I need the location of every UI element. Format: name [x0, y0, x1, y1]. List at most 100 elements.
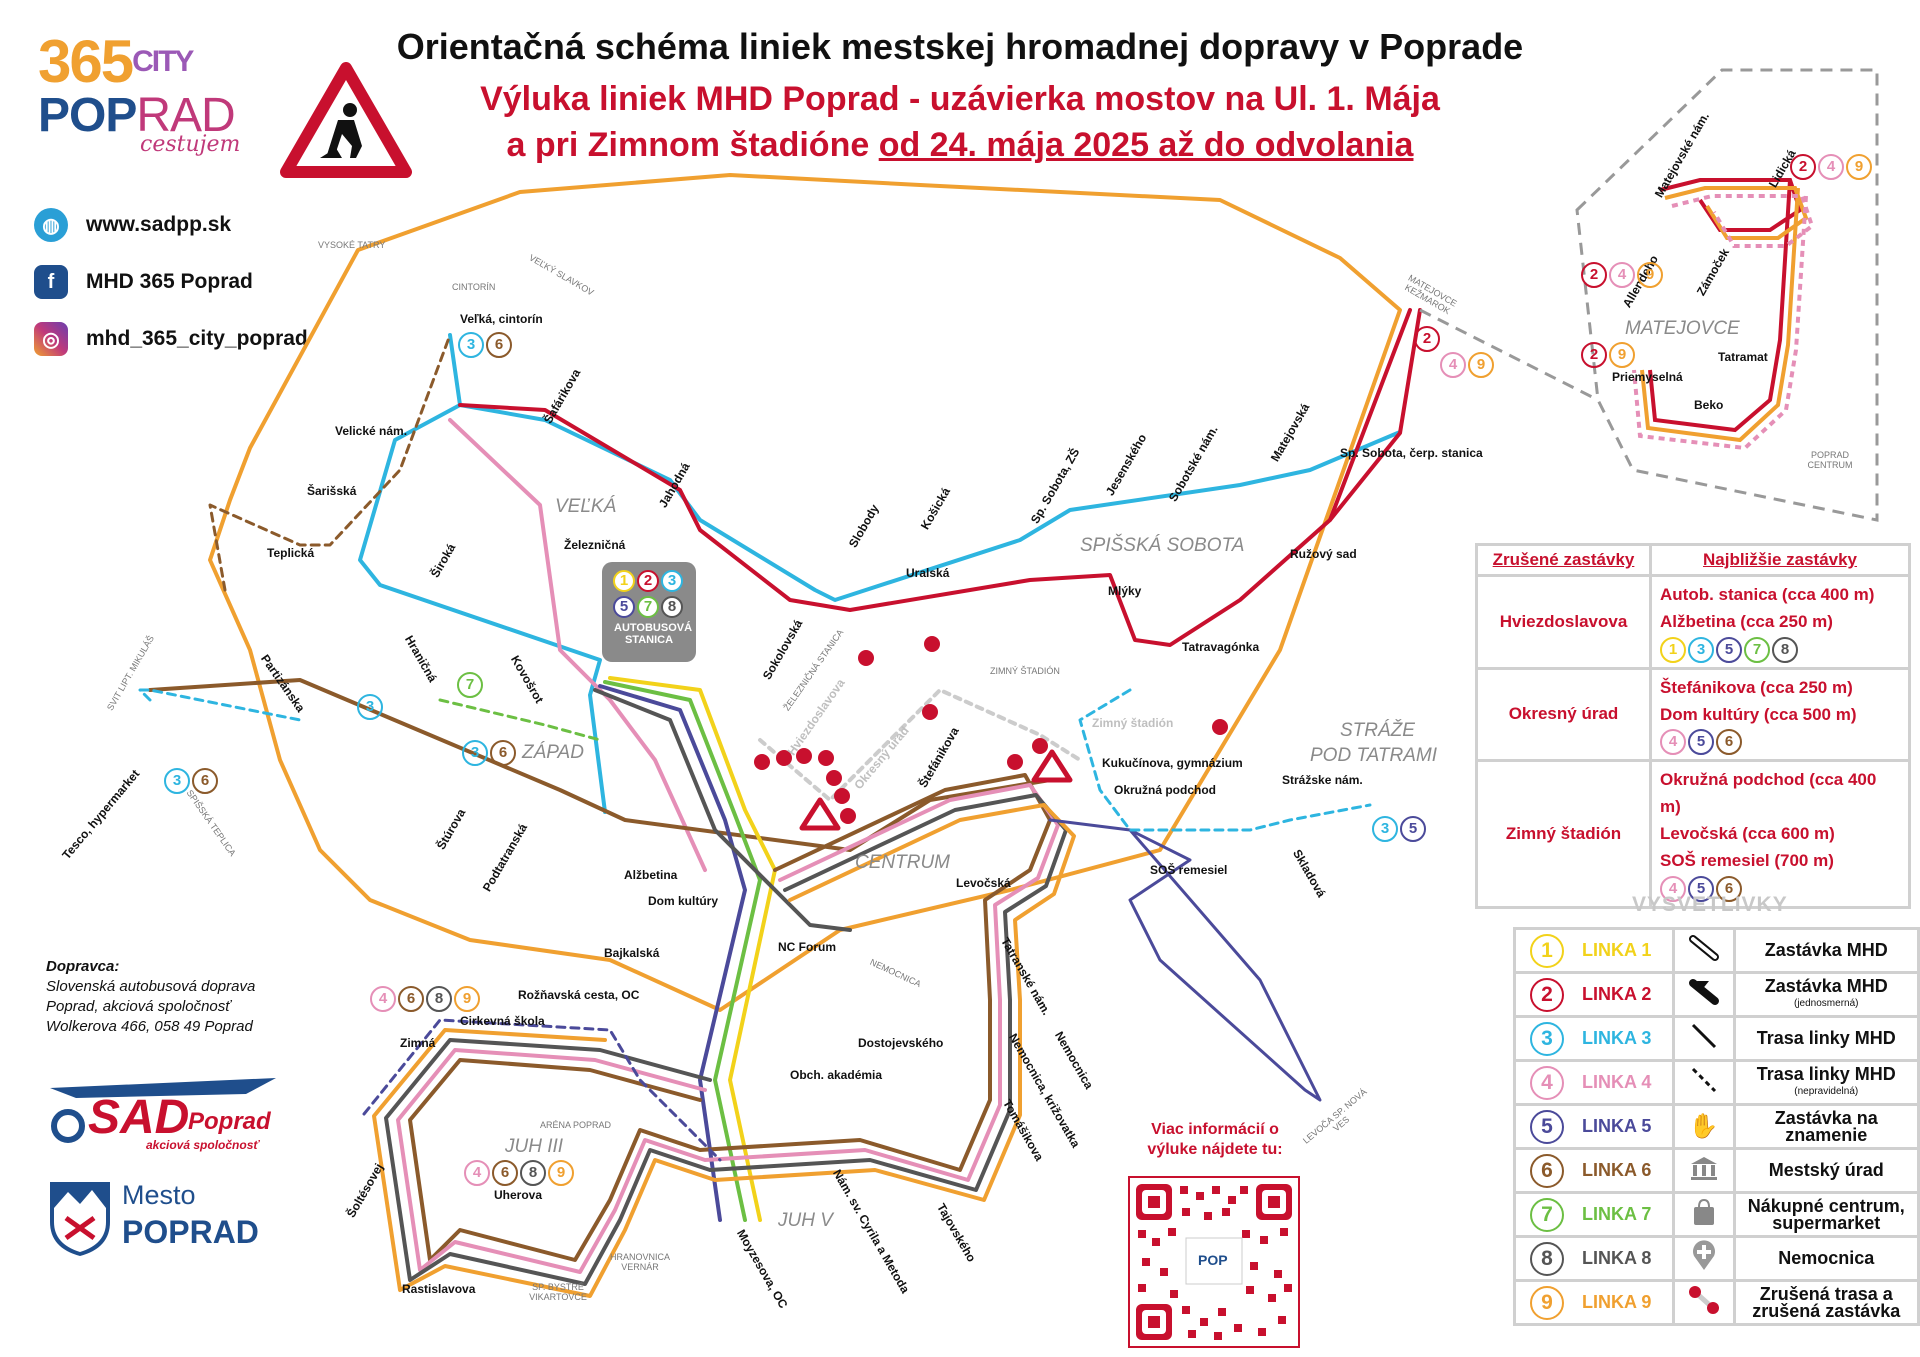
route-centre-ring-2: [396, 783, 1060, 1274]
facebook-link[interactable]: MHD 365 Poprad: [86, 270, 253, 293]
area-juh-v: JUH V: [778, 1210, 833, 1231]
line-9-icon: 9: [1530, 1285, 1564, 1320]
alternative-stop: SOŠ remesiel (700 m): [1660, 851, 1834, 871]
stop-sos-remesiel[interactable]: SOŠ remesiel: [1150, 863, 1228, 877]
table-row: Okresný úrad Štefánikova (cca 250 m) Dom…: [1475, 666, 1911, 763]
badge-line: 3: [357, 694, 383, 720]
stop-uralska[interactable]: Uralská: [906, 566, 950, 580]
line-badge: 1: [1660, 636, 1686, 663]
matejovce-inset: [1419, 68, 1879, 522]
route-line-2: [458, 308, 1412, 647]
symbol-label: Trasa linky MHD: [1756, 1063, 1896, 1084]
web-link[interactable]: www.sadpp.sk: [86, 213, 232, 236]
mesto-logo-line1: Mesto: [122, 1180, 196, 1210]
alternative-stop: Štefánikova (cca 250 m): [1660, 677, 1853, 697]
stop-cirkevna-skola[interactable]: Cirkevná škola: [460, 1014, 545, 1028]
qr-code[interactable]: POP: [1128, 1176, 1300, 1348]
legend-symbol-label: Trasa linky MHD(nepravidelná): [1732, 1059, 1920, 1106]
route-line-3: [358, 333, 607, 814]
dir-vysoke-tatry: VYSOKÉ TATRY: [318, 240, 385, 250]
stop-strazske-nam[interactable]: Strážske nám.: [1282, 773, 1363, 787]
stop-beko[interactable]: Beko: [1694, 398, 1724, 412]
legend-line-label: LINKA 2: [1582, 983, 1652, 1004]
removed-stop: Zimný štadión: [1475, 759, 1652, 909]
stop-mlyky[interactable]: Mlýky: [1108, 584, 1142, 598]
cancelled-markers: [754, 636, 1228, 824]
stop-zimna[interactable]: Zimná: [400, 1036, 436, 1050]
badge-line: 6: [398, 986, 424, 1012]
social-facebook[interactable]: f MHD 365 Poprad: [34, 265, 253, 299]
dir-poprad-centrum: POPRAD CENTRUM: [1795, 450, 1865, 470]
stop-levocska[interactable]: Levočská: [956, 876, 1011, 890]
area-velka: VEĽKÁ: [555, 496, 617, 517]
route-to-matejovce: [1328, 308, 1422, 522]
badge-line: 6: [192, 768, 218, 794]
stop-velicke-nam[interactable]: Velické nám.: [335, 424, 408, 438]
stop-kukucinova[interactable]: Kukučínova, gymnázium: [1102, 756, 1243, 770]
stop-obch-akademia[interactable]: Obch. akadémia: [790, 1068, 883, 1082]
badge-line: 4: [1609, 262, 1635, 288]
route-juh-dashed: [362, 1018, 722, 1162]
stop-okruzna-podchod[interactable]: Okružná podchod: [1114, 783, 1216, 797]
stop-zeleznicna[interactable]: Železničná: [564, 538, 626, 552]
stop-sp-sobota-cerp[interactable]: Sp. Sobota, čerp. stanica: [1340, 446, 1483, 460]
stop-rastislavova[interactable]: Rastislavova: [402, 1282, 476, 1296]
legend-symbol-label: Nemocnica: [1732, 1235, 1920, 1282]
legend-symbol-label: Zastávka na znamenie: [1732, 1103, 1920, 1150]
symbol-label: Zastávka na znamenie: [1774, 1107, 1878, 1145]
stop-roznavska[interactable]: Rožňavská cesta, OC: [518, 988, 640, 1002]
stop-teplicka[interactable]: Teplická: [267, 546, 315, 560]
globe-icon: ◍: [34, 208, 68, 242]
dir-label: ZIMNÝ ŠTADIÓN: [990, 666, 1060, 676]
legend-symbol-label: Trasa linky MHD: [1732, 1015, 1920, 1062]
stop-alzbetina[interactable]: Alžbetina: [624, 868, 678, 882]
line-4-icon: 4: [1530, 1065, 1564, 1100]
badge-line: 9: [1637, 262, 1663, 288]
legend-symbol-label: Zrušená trasa a zrušená zastávka: [1732, 1279, 1920, 1326]
stop-velka-cintorin[interactable]: Veľká, cintorín: [460, 312, 543, 326]
dir-label: ARÉNA POPRAD: [540, 1120, 612, 1130]
route-line-3-west-dashed: [138, 688, 302, 722]
sad-logo-city: Poprad: [188, 1108, 271, 1135]
stop-uherova[interactable]: Uherova: [494, 1188, 543, 1202]
badge-line: 2: [1581, 262, 1607, 288]
social-web[interactable]: ◍ www.sadpp.sk: [34, 208, 231, 242]
legend-line-label: LINKA 5: [1582, 1115, 1652, 1136]
stop-bajkalska[interactable]: Bajkalská: [604, 946, 660, 960]
stop-priemyselna[interactable]: Priemyselná: [1612, 370, 1683, 384]
cancelled-stop-zimny-stadion[interactable]: Zimný štadión: [1092, 716, 1174, 730]
badge-line: 8: [426, 986, 452, 1012]
dir-hranovnica: HRANOVNICA VERNÁR: [600, 1252, 680, 1272]
dir-cintorin: CINTORÍN: [452, 282, 495, 292]
badge-line: 3: [462, 740, 488, 766]
badge-line: 6: [490, 740, 516, 766]
stop-dom-kultury[interactable]: Dom kultúry: [648, 894, 719, 908]
stop-ruzovy-sad[interactable]: Ružový sad: [1290, 547, 1357, 561]
social-instagram[interactable]: ◎ mhd_365_city_poprad: [34, 322, 308, 356]
stop-sarisska[interactable]: Šarišská: [307, 484, 357, 498]
badge-line: 7: [457, 672, 483, 698]
route-centre-ring-3: [384, 793, 1068, 1286]
stop-tatravagonka[interactable]: Tatravagónka: [1182, 640, 1260, 654]
bus-station-label: AUTOBUSOVÁ STANICA: [614, 622, 693, 646]
stop-tatramat[interactable]: Tatramat: [1718, 350, 1768, 364]
stop-nc-forum[interactable]: NC Forum: [778, 940, 836, 954]
route-line-3-east: [1078, 688, 1372, 832]
instagram-link[interactable]: mhd_365_city_poprad: [86, 327, 308, 350]
badge-partizanska: 3: [357, 694, 385, 720]
stop-dostojevskeho[interactable]: Dostojevského: [858, 1036, 944, 1050]
facebook-icon: f: [34, 265, 68, 299]
dir-label: CINTORÍN: [452, 282, 496, 292]
badge-line: 9: [1468, 352, 1494, 378]
